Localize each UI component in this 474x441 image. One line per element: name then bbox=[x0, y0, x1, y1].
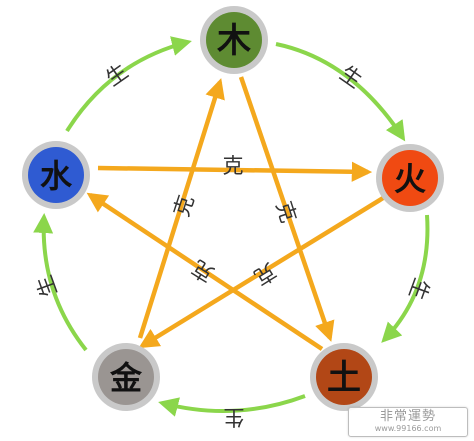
watermark-title: 非常運勢 bbox=[379, 409, 436, 424]
overcoming-arrow-water-fire bbox=[97, 161, 373, 182]
water-seal-glyph: 水 bbox=[40, 157, 73, 195]
wood-node-fill bbox=[206, 12, 262, 68]
metal-node-fill bbox=[98, 349, 154, 405]
generating-arrow-metal-water bbox=[33, 213, 88, 352]
overcoming-label-metal-wood: 克 bbox=[169, 192, 198, 219]
earth-node-fill bbox=[316, 349, 372, 405]
watermark-url: www.99166.com bbox=[374, 424, 442, 433]
element-node-metal: 金 bbox=[92, 343, 160, 411]
fire-seal-glyph: 火 bbox=[394, 160, 426, 198]
generating-arrow-wood-fire bbox=[275, 42, 406, 142]
generating-cycle bbox=[33, 36, 430, 417]
fire-node-fill bbox=[382, 150, 438, 206]
overcoming-label-fire-metal: 克 bbox=[188, 255, 219, 286]
site-watermark: 非常運勢 www.99166.com bbox=[348, 407, 468, 437]
generating-arrow-water-wood bbox=[65, 36, 192, 133]
overcoming-arrow-earth-water bbox=[86, 192, 324, 351]
element-node-water: 水 bbox=[22, 141, 90, 209]
overcoming-label-wood-earth: 克 bbox=[271, 198, 300, 225]
generating-label-metal-water: 生 bbox=[32, 272, 62, 300]
generating-label-earth-metal: 生 bbox=[224, 405, 245, 429]
overcoming-cycle bbox=[86, 76, 390, 351]
element-node-earth: 土 bbox=[310, 343, 378, 411]
earth-seal-glyph: 土 bbox=[327, 358, 361, 398]
element-node-fire: 火 bbox=[376, 144, 444, 212]
generating-label-fire-earth: 生 bbox=[404, 275, 434, 303]
element-node-wood: 木 bbox=[200, 6, 268, 74]
wood-seal-glyph: 木 bbox=[216, 21, 251, 61]
overcoming-label-water-fire: 克 bbox=[223, 154, 244, 178]
water-node-fill bbox=[28, 147, 84, 203]
overcoming-arrow-metal-wood bbox=[137, 78, 225, 339]
generating-arrow-fire-earth bbox=[381, 214, 430, 343]
overcoming-arrow-wood-earth bbox=[238, 76, 335, 342]
generating-arrow-earth-metal bbox=[158, 394, 306, 417]
overcoming-arrow-fire-metal bbox=[138, 193, 390, 349]
metal-seal-glyph: 金 bbox=[109, 359, 143, 397]
